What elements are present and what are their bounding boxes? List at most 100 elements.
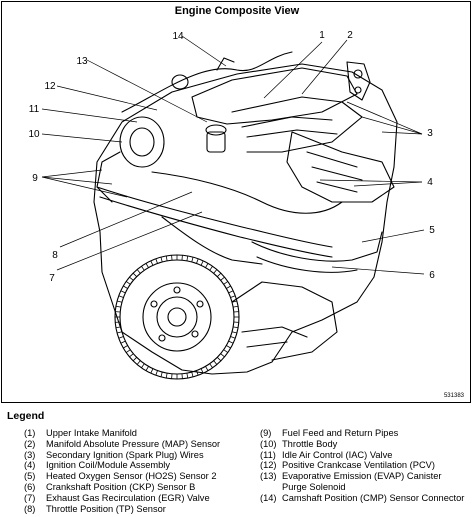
flywheel-tooth <box>213 360 218 365</box>
flywheel-tooth <box>165 255 168 261</box>
flywheel-tooth <box>230 295 236 298</box>
flywheel-tooth <box>205 366 209 371</box>
flywheel-tooth <box>223 349 229 353</box>
callout-4: 4 <box>427 177 433 188</box>
legend-item: (6)Crankshaft Position (CKP) Sensor B <box>24 481 196 492</box>
flywheel-tooth <box>132 357 137 362</box>
flywheel-tooth <box>115 305 121 308</box>
flywheel-tooth <box>125 349 131 353</box>
flywheel-tooth <box>129 276 134 281</box>
flywheel-tooth <box>191 371 194 377</box>
callout-1: 1 <box>319 30 325 41</box>
legend-item: (5)Heated Oxygen Sensor (HO2S) Sensor 2 <box>24 471 217 482</box>
callout-10: 10 <box>28 129 40 140</box>
flywheel-tooth <box>233 326 239 329</box>
flywheel-tooth <box>123 345 128 349</box>
flywheel-tooth <box>160 257 163 263</box>
callout-5: 5 <box>429 225 435 236</box>
flywheel-tooth <box>200 260 204 266</box>
legend-title: Legend <box>7 410 45 422</box>
callout-12: 12 <box>44 81 56 92</box>
flywheel-tooth <box>213 269 218 274</box>
callout-14: 14 <box>172 31 184 42</box>
flywheel-tooth <box>136 360 141 365</box>
callout-2: 2 <box>347 30 353 41</box>
pcv-cap <box>171 74 189 90</box>
legend-item: (13)Evaporative Emission (EVAP) Canister… <box>260 471 442 492</box>
legend-item: (1)Upper Intake Manifold <box>24 428 137 438</box>
flywheel-tooth <box>191 257 194 263</box>
legend-item: (14)Camshaft Position (CMP) Sensor Conne… <box>260 492 465 503</box>
flywheel-tooth <box>230 336 236 339</box>
flywheel-tooth <box>129 353 134 358</box>
callout-11: 11 <box>29 104 40 115</box>
flywheel-tooth <box>217 272 222 277</box>
callout-9: 9 <box>32 173 38 184</box>
flywheel-tooth <box>209 363 213 369</box>
flywheel-tooth <box>231 331 237 334</box>
flywheel-tooth <box>223 281 229 285</box>
legend-item: (3)Secondary Ignition (Spark Plug) Wires <box>24 449 204 460</box>
callout-8: 8 <box>52 250 58 261</box>
flywheel-tooth <box>145 366 149 371</box>
leader-lines <box>41 35 425 275</box>
flywheel-tooth <box>141 363 145 369</box>
flywheel-tooth <box>150 260 154 266</box>
diagram-title: Engine Composite View <box>174 5 300 17</box>
flywheel-tooth <box>209 265 213 271</box>
callout-13: 13 <box>76 56 88 67</box>
flywheel-tooth <box>220 276 225 281</box>
flywheel-tooth <box>132 272 137 277</box>
legend-item: (8)Throttle Position (TP) Sensor <box>24 503 166 514</box>
flywheel-tooth <box>118 336 124 339</box>
intake-manifold <box>191 67 358 125</box>
callout-7: 7 <box>49 273 55 284</box>
flywheel-tooth <box>226 285 231 289</box>
flywheel-tooth <box>228 290 234 294</box>
engine-block <box>93 63 398 375</box>
flywheel-tooth <box>120 290 126 294</box>
flywheel-tooth <box>141 265 145 271</box>
engine-illustration: 1 2 3 4 5 6 7 8 9 10 11 12 13 14 <box>28 30 435 380</box>
flywheel-tooth <box>186 373 189 379</box>
evap-solenoid <box>206 131 226 153</box>
legend-item: (12)Positive Crankcase Ventilation (PCV) <box>260 460 435 471</box>
flywheel-tooth <box>145 263 149 268</box>
flywheel-tooth <box>233 305 239 308</box>
legend-column-left: (1)Upper Intake Manifold (2)Manifold Abs… <box>24 428 220 514</box>
flywheel-tooth <box>150 368 154 374</box>
flywheel-tooth <box>117 331 123 334</box>
flywheel-tooth <box>118 295 124 298</box>
figure-id: 531383 <box>443 393 464 399</box>
flywheel-tooth <box>160 371 163 377</box>
flywheel-tooth <box>228 340 234 344</box>
flywheel-tooth <box>155 258 158 264</box>
flywheel-tooth <box>186 255 189 261</box>
flywheel-tooth <box>123 285 128 289</box>
flywheel-tooth <box>226 345 231 349</box>
legend-item: (10)Throttle Body <box>260 438 338 449</box>
flywheel-tooth <box>200 368 204 374</box>
flywheel-tooth <box>165 373 168 379</box>
legend-item: (11)Idle Air Control (IAC) Valve <box>260 449 393 460</box>
throttle-body <box>119 116 165 168</box>
flywheel-tooth <box>205 263 209 268</box>
legend-item: (2)Manifold Absolute Pressure (MAP) Sens… <box>24 438 221 449</box>
flywheel-tooth <box>217 357 222 362</box>
legend-item: (4)Ignition Coil/Module Assembly <box>24 460 171 471</box>
flywheel-tooth <box>220 353 225 358</box>
flywheel-tooth <box>136 269 141 274</box>
flywheel-tooth <box>196 370 199 376</box>
legend-item: (9)Fuel Feed and Return Pipes <box>260 428 399 438</box>
flywheel-tooth <box>231 300 237 303</box>
legend-column-right: (9)Fuel Feed and Return Pipes (10)Thrott… <box>260 428 464 504</box>
legend-item: (7)Exhaust Gas Recirculation (EGR) Valve <box>24 492 210 503</box>
flywheel-tooth <box>120 340 126 344</box>
flywheel-tooth <box>125 281 131 285</box>
flywheel-tooth <box>155 370 158 376</box>
diagram-frame: Engine Composite View <box>1 1 471 403</box>
callout-3: 3 <box>427 128 433 139</box>
callout-6: 6 <box>429 270 435 281</box>
flywheel-tooth <box>196 258 199 264</box>
flywheel-tooth <box>117 300 123 303</box>
